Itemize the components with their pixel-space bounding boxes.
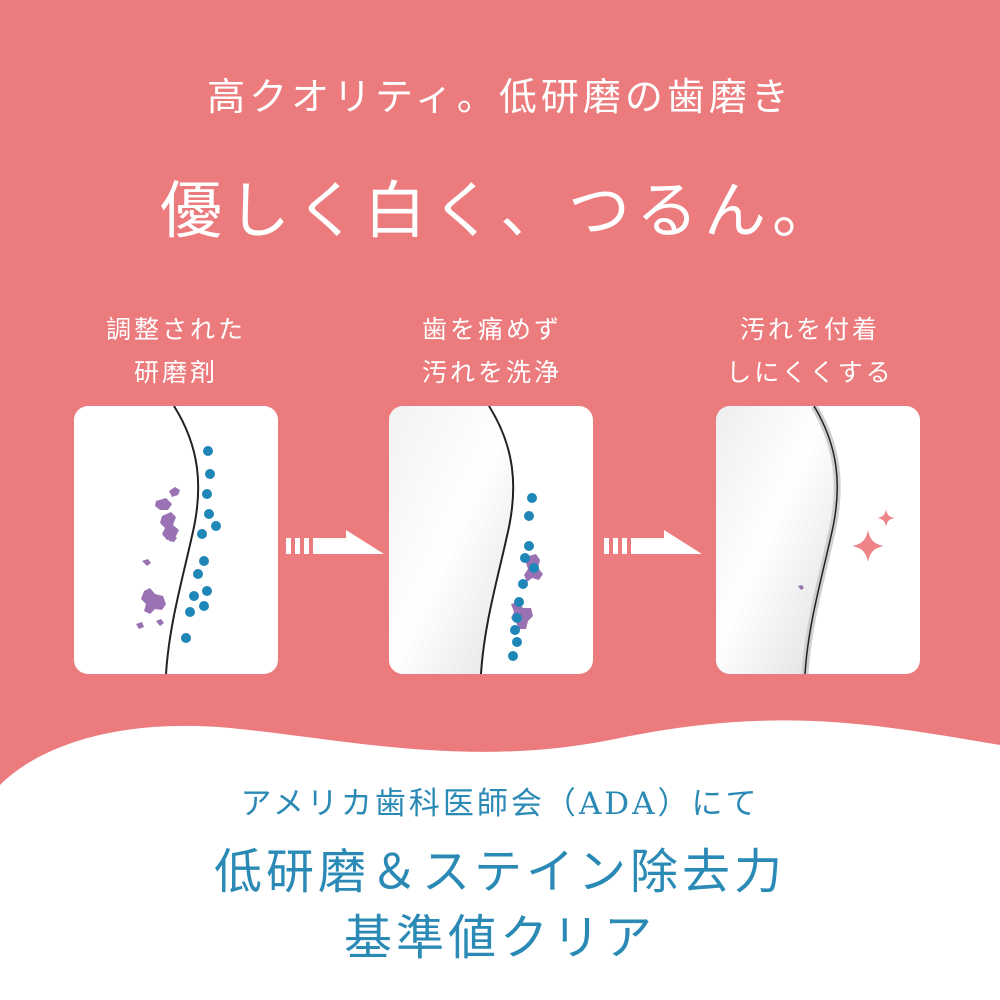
particles-2 — [508, 493, 539, 661]
particle-dot — [203, 446, 213, 456]
tooth-illustration-2 — [389, 406, 543, 674]
particle-dot — [197, 529, 207, 539]
step-label-1-line2: 研磨剤 — [133, 358, 218, 387]
step-label-1: 調整された 研磨剤 — [56, 308, 296, 394]
step-label-1-line1: 調整された — [105, 315, 246, 344]
particle-dot — [510, 625, 520, 635]
panel-cleaning — [389, 406, 593, 674]
step-label-3-line2: しにくくする — [726, 358, 894, 387]
particle-dot — [202, 586, 212, 596]
particle-dot — [199, 556, 209, 566]
particle-dot — [514, 597, 524, 607]
step-label-2-line1: 歯を痛めず — [421, 315, 562, 344]
particle-dot — [181, 633, 191, 643]
particle-dot — [185, 607, 195, 617]
particle-dot — [202, 489, 212, 499]
particle-dot — [199, 601, 209, 611]
particle-dot — [529, 563, 539, 573]
arrow-right-icon — [604, 530, 702, 554]
step-label-2: 歯を痛めず 汚れを洗浄 — [372, 308, 612, 394]
particle-dot — [193, 569, 203, 579]
particle-dot — [211, 521, 221, 531]
particle-dot — [205, 469, 215, 479]
particle-dot — [520, 553, 530, 563]
panel-polishing-agent — [74, 406, 278, 674]
step-label-2-line2: 汚れを洗浄 — [421, 358, 562, 387]
sparkle-icon — [852, 509, 895, 562]
footer-ada-note: アメリカ歯科医師会（ADA）にて — [240, 786, 760, 822]
tooth-illustration-3 — [716, 406, 895, 674]
stain-mark-small — [798, 585, 804, 590]
arrow-right-icon — [286, 530, 384, 554]
particle-dot — [518, 579, 528, 589]
panel-prevents-stains — [716, 406, 920, 674]
particle-dot — [189, 591, 199, 601]
particles-1 — [181, 446, 221, 643]
stain-marks-1 — [136, 487, 180, 629]
footer-subheadline: 基準値クリア — [343, 910, 656, 966]
step-label-3: 汚れを付着 しにくくする — [690, 308, 930, 394]
headline: 優しく白く、つるん。 — [159, 174, 840, 247]
particle-dot — [527, 493, 537, 503]
footer-headline: 低研磨＆ステイン除去力 — [213, 844, 786, 900]
tooth-illustration-1 — [136, 406, 221, 674]
subtitle: 高クオリティ。低研磨の歯磨き — [207, 75, 793, 119]
particle-dot — [204, 509, 214, 519]
particle-dot — [524, 511, 534, 521]
particle-dot — [512, 613, 522, 623]
particle-dot — [512, 637, 522, 647]
particle-dot — [508, 651, 518, 661]
step-label-3-line1: 汚れを付着 — [739, 315, 880, 344]
particle-dot — [524, 541, 534, 551]
